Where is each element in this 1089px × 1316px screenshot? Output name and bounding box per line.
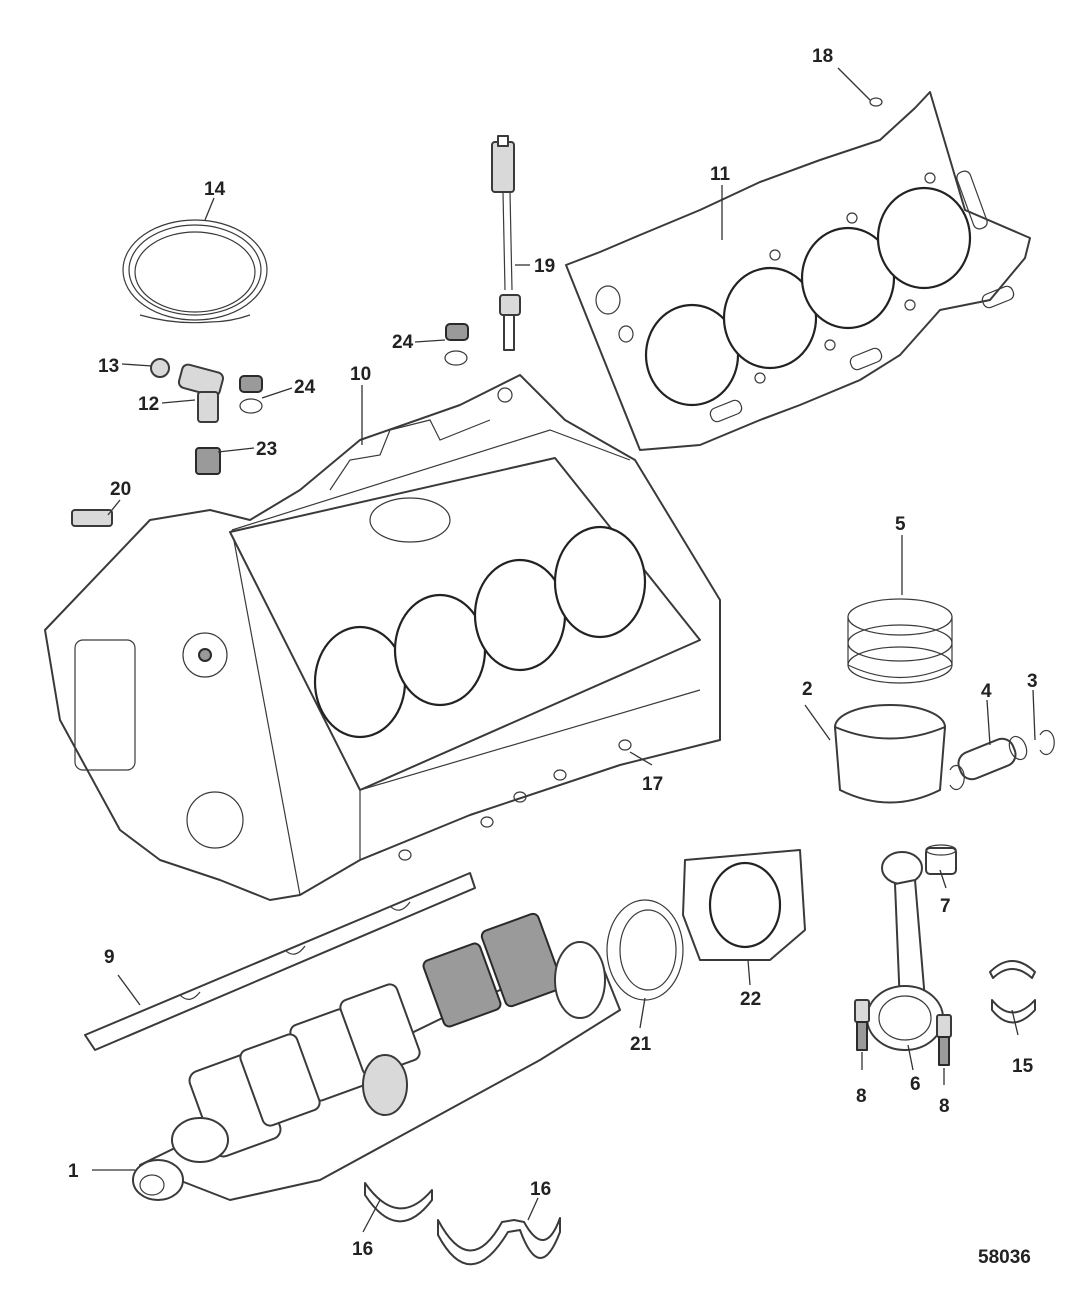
callout-7: 7	[940, 896, 951, 917]
drain-fitting-part	[71, 509, 113, 527]
callout-11: 11	[710, 164, 731, 185]
oil-pan-gasket-part	[84, 872, 476, 1051]
piston-rings-part	[847, 598, 953, 684]
rod-bushing-part	[925, 844, 957, 875]
callout-13: 13	[98, 356, 119, 377]
callout-18: 18	[812, 46, 833, 67]
rod-bolt-part-right	[936, 1014, 952, 1066]
callout-8-right: 8	[939, 1096, 950, 1117]
callout-6: 6	[910, 1074, 921, 1095]
callout-16-left: 16	[352, 1239, 373, 1260]
callout-4: 4	[981, 681, 992, 702]
callout-24-lower: 24	[294, 377, 316, 398]
callout-14: 14	[204, 179, 226, 200]
dowel-part	[869, 97, 883, 107]
main-bearing-part-left	[364, 1182, 433, 1223]
callout-19: 19	[534, 256, 555, 277]
rear-main-seal-part	[606, 899, 684, 1001]
crankshaft-part	[132, 912, 621, 1201]
callout-23: 23	[256, 439, 277, 460]
hose-clamp-part	[150, 358, 170, 378]
rod-bearing-part	[989, 960, 1036, 1024]
callout-9: 9	[104, 947, 115, 968]
callout-2: 2	[802, 679, 813, 700]
callout-22: 22	[740, 989, 761, 1010]
piston-pin-part	[957, 735, 1028, 781]
head-gasket-part	[565, 91, 1031, 451]
pin-retainer-part	[949, 729, 1055, 791]
callout-1: 1	[68, 1161, 79, 1182]
callout-17: 17	[642, 774, 663, 795]
callout-10: 10	[350, 364, 371, 385]
callout-24-upper: 24	[392, 332, 414, 353]
hose-coil-part	[122, 219, 268, 324]
callout-labels: 1 2 3 4 5 6 7 8 8 9 10 11 12 13 14 15 16…	[68, 46, 1038, 1268]
piston-part	[834, 704, 946, 804]
figure-number: 58036	[978, 1247, 1031, 1268]
callout-21: 21	[630, 1034, 652, 1055]
plug-part	[195, 447, 221, 475]
callout-12: 12	[138, 394, 159, 415]
connecting-rod-part	[866, 851, 944, 1051]
fitting-and-washer-part-upper	[444, 323, 469, 366]
main-bearing-part-right	[437, 1217, 561, 1266]
callout-3: 3	[1027, 671, 1038, 692]
block-dowels-part	[398, 769, 567, 861]
callout-16-right: 16	[530, 1179, 551, 1200]
rear-seal-housing-part	[682, 849, 806, 961]
elbow-fitting-part	[177, 363, 225, 423]
fitting-and-washer-part-lower	[239, 375, 263, 414]
leader-lines	[92, 67, 1036, 1233]
callout-8-left: 8	[856, 1086, 867, 1107]
callout-5: 5	[895, 514, 906, 535]
callout-15: 15	[1012, 1056, 1034, 1077]
callout-20: 20	[110, 479, 131, 500]
temperature-sensor-part	[491, 135, 521, 351]
cylinder-block-part	[44, 374, 721, 901]
block-dowel-part	[618, 739, 632, 751]
rod-bolt-part-left	[854, 999, 870, 1051]
